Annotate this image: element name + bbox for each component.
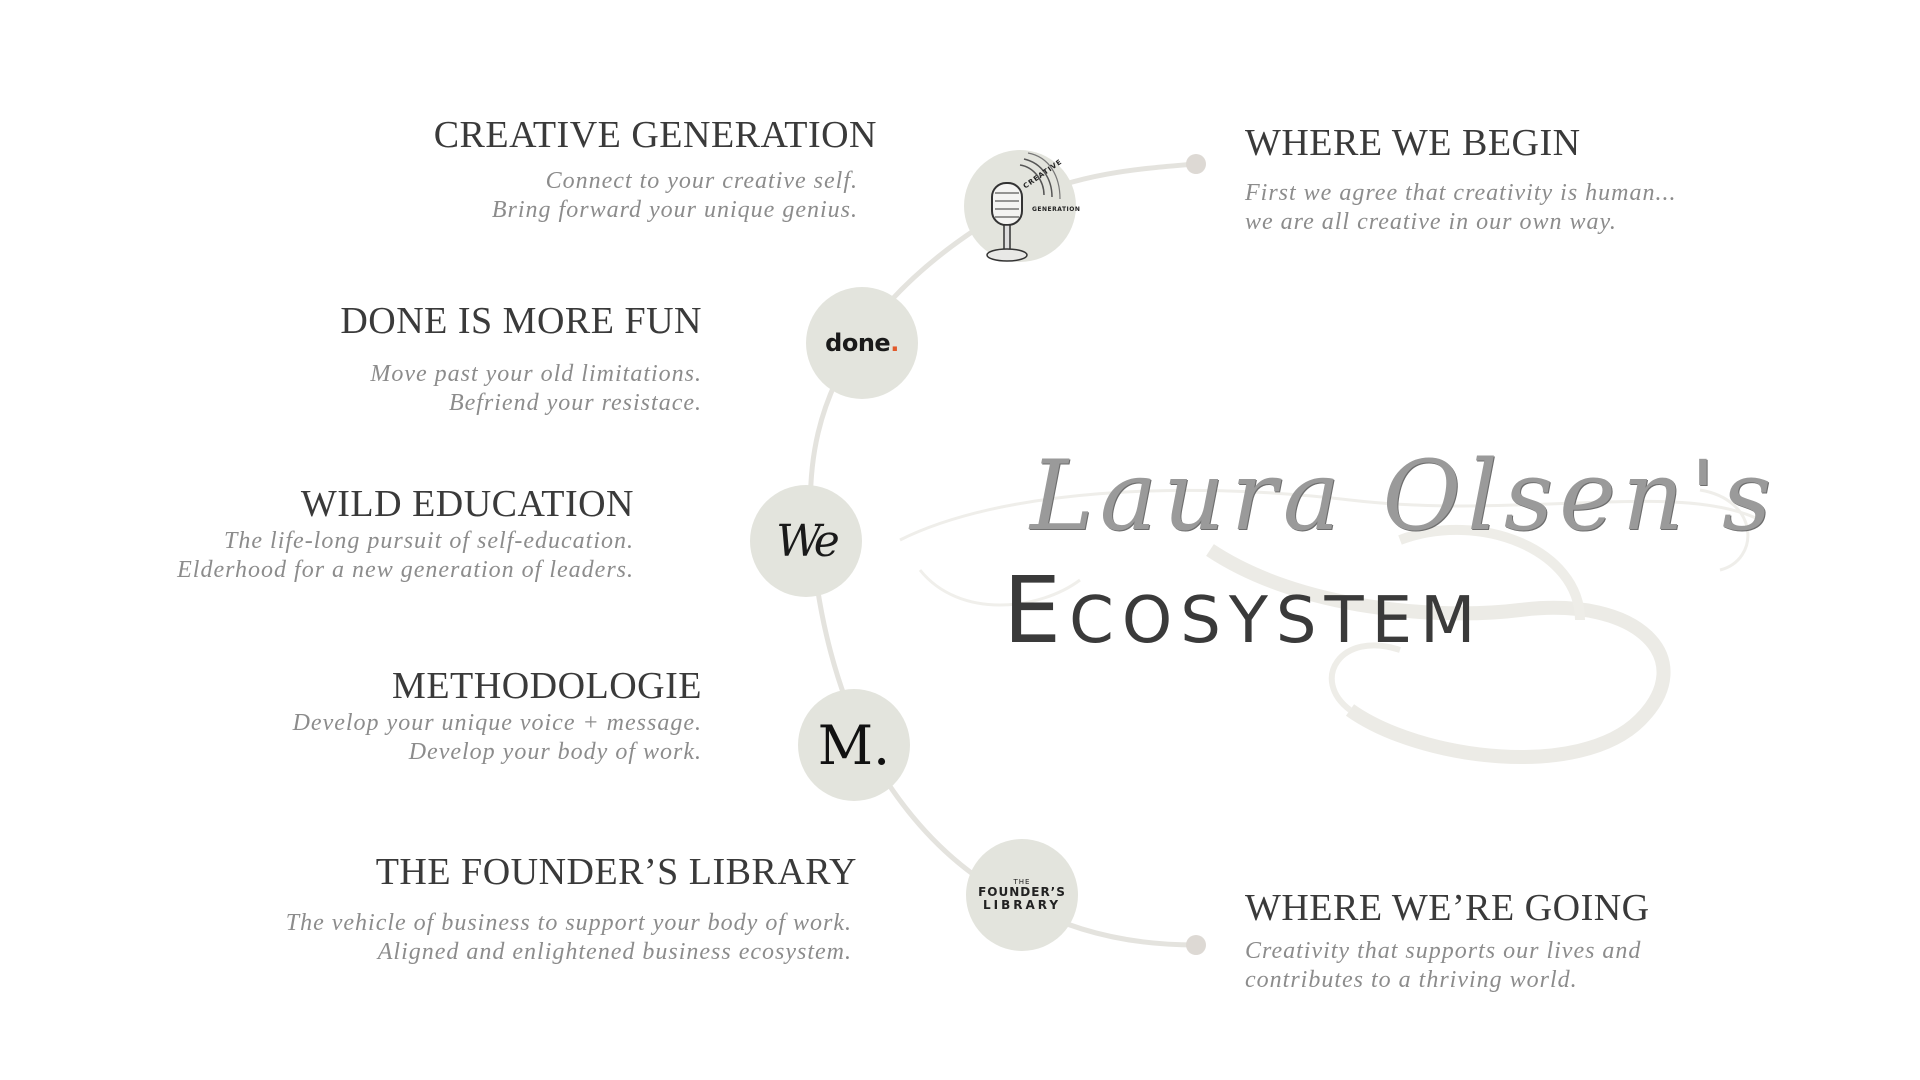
end-description: Creativity that supports our lives and c… <box>1245 937 1641 995</box>
start-description: First we agree that creativity is human.… <box>1245 179 1677 237</box>
wild-education-node: We <box>750 485 862 597</box>
done-description: Move past your old limitations. Befriend… <box>370 360 702 418</box>
creative-generation-heading: CREATIVE GENERATION <box>433 114 877 156</box>
microphone-icon <box>986 152 1061 262</box>
wild-education-line-1: The life-long pursuit of self-education. <box>224 528 634 554</box>
wild-education-line-2: Elderhood for a new generation of leader… <box>177 557 634 583</box>
title-script: Laura Olsen's <box>1030 440 1778 552</box>
creative-generation-node: CREATIVE GENERATION <box>964 150 1080 262</box>
creative-generation-line-1: Connect to your creative self. <box>545 168 858 194</box>
founders-logo-line-2: FOUNDER’S <box>978 885 1066 900</box>
founders-library-heading: THE FOUNDER’S LIBRARY <box>375 851 857 893</box>
start-line-1: First we agree that creativity is human.… <box>1245 180 1677 206</box>
founders-library-node: THE FOUNDER’S LIBRARY <box>966 839 1078 951</box>
methodologie-node: M. <box>798 689 910 801</box>
wild-education-logo: We <box>776 515 840 567</box>
flourish-decoration <box>899 488 1761 764</box>
wild-education-heading: WILD EDUCATION <box>300 483 634 525</box>
methodologie-line-2: Develop your body of work. <box>408 739 702 765</box>
done-line-2: Befriend your resistace. <box>448 390 702 416</box>
done-line-1: Move past your old limitations. <box>370 361 702 387</box>
founders-logo-line-3: LIBRARY <box>982 897 1062 912</box>
title-main: Ecosystem <box>1003 565 1483 657</box>
founders-library-description: The vehicle of business to support your … <box>286 909 852 967</box>
wild-education-description: The life-long pursuit of self-education.… <box>177 527 634 585</box>
methodologie-description: Develop your unique voice + message. Dev… <box>293 709 702 767</box>
end-line-2: contributes to a thriving world. <box>1245 967 1578 993</box>
title-main-text: Ecosystem <box>1003 557 1484 664</box>
methodologie-line-1: Develop your unique voice + message. <box>292 710 702 736</box>
founders-library-line-1: The vehicle of business to support your … <box>285 910 852 936</box>
start-line-2: we are all creative in our own way. <box>1245 209 1617 235</box>
done-node: done. <box>806 287 918 399</box>
done-logo: done. <box>825 329 899 357</box>
end-line-1: Creativity that supports our lives and <box>1245 938 1642 964</box>
done-heading: DONE IS MORE FUN <box>340 300 702 342</box>
methodologie-heading: METHODOLOGIE <box>392 665 702 707</box>
start-dot <box>1186 154 1206 174</box>
methodologie-logo: M. <box>817 713 891 777</box>
creative-generation-line-2: Bring forward your unique genius. <box>491 197 858 223</box>
end-dot <box>1186 935 1206 955</box>
done-logo-text: done <box>825 329 891 357</box>
founders-logo-line-1: THE <box>1013 877 1031 886</box>
start-heading: WHERE WE BEGIN <box>1245 122 1581 164</box>
creative-generation-description: Connect to your creative self. Bring for… <box>492 167 858 225</box>
creative-logo-bottom: GENERATION <box>1032 206 1081 213</box>
founders-library-line-2: Aligned and enlightened business ecosyst… <box>377 939 852 965</box>
end-heading: WHERE WE’RE GOING <box>1245 887 1650 929</box>
done-logo-dot: . <box>890 329 899 357</box>
